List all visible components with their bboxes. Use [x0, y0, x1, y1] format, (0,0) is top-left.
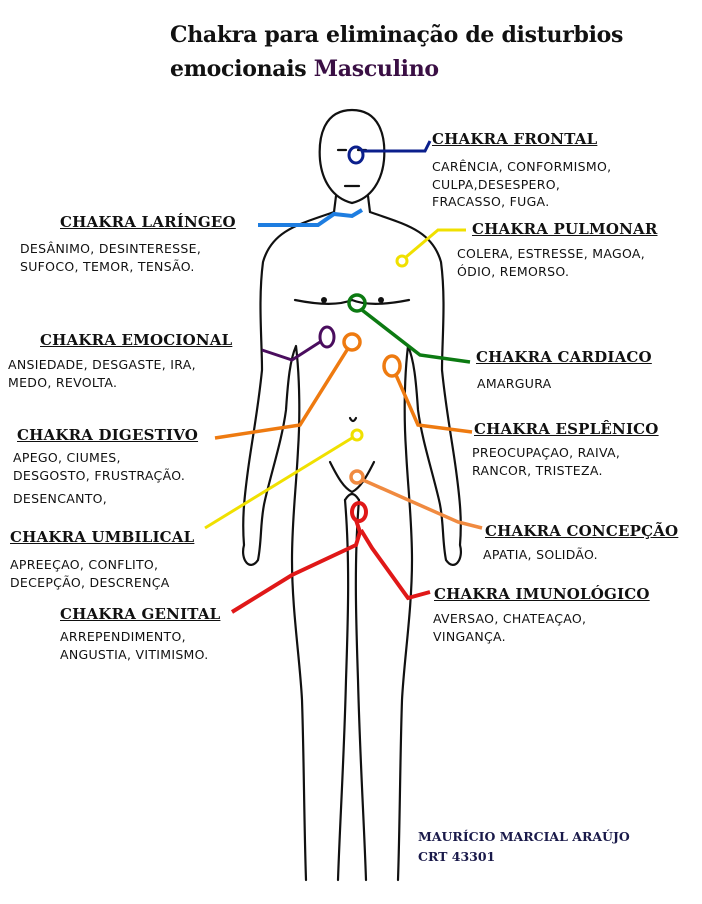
right-side-outline — [368, 210, 462, 882]
chakra-esplenico-label: CHAKRA ESPLÊNICO — [474, 420, 659, 438]
chakra-imunologico-desc: AVERSAO, CHATEAÇAO, VINGANÇA. — [433, 610, 586, 645]
chakra-genital-label: CHAKRA GENITAL — [60, 605, 221, 623]
chakra-pulmonar-marker — [395, 228, 466, 268]
desc-line: AVERSAO, CHATEAÇAO, — [433, 611, 587, 626]
chakra-cardiaco-desc: AMARGURA — [477, 375, 552, 393]
head-outline — [318, 108, 386, 205]
desc-line: CULPA,DESESPERO, — [432, 176, 561, 192]
chakra-laringeo-desc: DESÂNIMO, DESINTERESSE, SUFOCO, TEMOR, T… — [20, 240, 201, 275]
chakra-cardiaco-marker — [347, 293, 471, 364]
chakra-frontal-marker — [347, 140, 432, 165]
chakra-imunologico-marker — [359, 528, 431, 601]
desc-line: COLERA, ESTRESSE, MAGOA, — [457, 246, 646, 261]
chakra-concepcao-marker — [349, 469, 483, 530]
chakra-umbilical-marker — [204, 428, 364, 530]
chakra-laringeo-label: CHAKRA LARÍNGEO — [60, 213, 236, 231]
left-side-outline — [242, 210, 336, 882]
desc-line: SUFOCO, TEMOR, TENSÃO. — [20, 258, 195, 274]
chakra-genital-marker — [230, 501, 368, 614]
desc-line: APATIA, SOLIDÃO. — [483, 547, 598, 562]
page-subtitle: emocionais Masculino — [170, 56, 439, 82]
subtitle-prefix: emocionais — [170, 56, 307, 82]
chakra-frontal-label: CHAKRA FRONTAL — [432, 130, 598, 148]
chakra-esplenico-marker — [382, 354, 473, 434]
desc-line: DESENCANTO, — [13, 491, 108, 506]
chakra-esplenico-desc: PREOCUPAÇAO, RAIVA, RANCOR, TRISTEZA. — [472, 444, 620, 479]
desc-line: DESGOSTO, FRUSTRAÇÃO. — [13, 467, 186, 483]
desc-line: PREOCUPAÇAO, RAIVA, — [472, 445, 621, 460]
desc-line: ÓDIO, REMORSO. — [457, 263, 570, 279]
page-title: Chakra para eliminação de disturbios — [170, 22, 624, 48]
desc-line: FRACASSO, FUGA. — [432, 194, 550, 209]
desc-line: APEGO, CIUMES, — [13, 450, 121, 465]
desc-line: RANCOR, TRISTEZA. — [472, 462, 603, 478]
subtitle-accent: Masculino — [313, 56, 439, 82]
desc-line: DESÂNIMO, DESINTERESSE, — [20, 241, 202, 256]
desc-line: ANGUSTIA, VITIMISMO. — [60, 646, 209, 662]
desc-line: AMARGURA — [477, 376, 552, 391]
chakra-concepcao-label: CHAKRA CONCEPÇÃO — [485, 522, 679, 540]
chakra-genital-desc: ARREPENDIMENTO, ANGUSTIA, VITIMISMO. — [60, 628, 209, 663]
chakra-emocional-marker — [261, 325, 336, 362]
chakra-digestivo-label: CHAKRA DIGESTIVO — [17, 426, 199, 444]
desc-line: APREEÇAO, CONFLITO, — [10, 557, 159, 572]
chakra-pulmonar-desc: COLERA, ESTRESSE, MAGOA, ÓDIO, REMORSO. — [457, 245, 645, 280]
chakra-cardiaco-label: CHAKRA CARDIACO — [476, 348, 652, 366]
desc-line: DECEPÇÃO, DESCRENÇA — [10, 574, 170, 590]
chakra-concepcao-desc: APATIA, SOLIDÃO. — [483, 546, 598, 564]
author-registration: CRT 43301 — [418, 849, 496, 864]
desc-line: VINGANÇA. — [433, 628, 506, 644]
chakra-imunologico-label: CHAKRA IMUNOLÓGICO — [434, 585, 650, 603]
chakra-digestivo-desc: APEGO, CIUMES, DESGOSTO, FRUSTRAÇÃO. DES… — [13, 449, 185, 508]
chakra-digestivo-marker — [214, 332, 362, 440]
chakra-umbilical-label: CHAKRA UMBILICAL — [10, 528, 195, 546]
chakra-emocional-desc: ANSIEDADE, DESGASTE, IRA, MEDO, REVOLTA. — [8, 356, 196, 391]
chakra-emocional-label: CHAKRA EMOCIONAL — [40, 331, 233, 349]
chakra-umbilical-desc: APREEÇAO, CONFLITO, DECEPÇÃO, DESCRENÇA — [10, 556, 170, 591]
chakra-laringeo-marker — [258, 208, 364, 227]
desc-line: ANSIEDADE, DESGASTE, IRA, — [8, 357, 196, 372]
author-credit: MAURÍCIO MARCIAL ARAÚJO CRT 43301 — [418, 827, 630, 867]
desc-line: CARÊNCIA, CONFORMISMO, — [432, 159, 612, 174]
chakra-pulmonar-label: CHAKRA PULMONAR — [472, 220, 658, 238]
desc-line: ARREPENDIMENTO, — [60, 629, 186, 644]
chakra-frontal-desc: CARÊNCIA, CONFORMISMO, CULPA,DESESPERO, … — [432, 158, 611, 211]
desc-line: MEDO, REVOLTA. — [8, 374, 118, 390]
author-name: MAURÍCIO MARCIAL ARAÚJO — [418, 829, 630, 844]
